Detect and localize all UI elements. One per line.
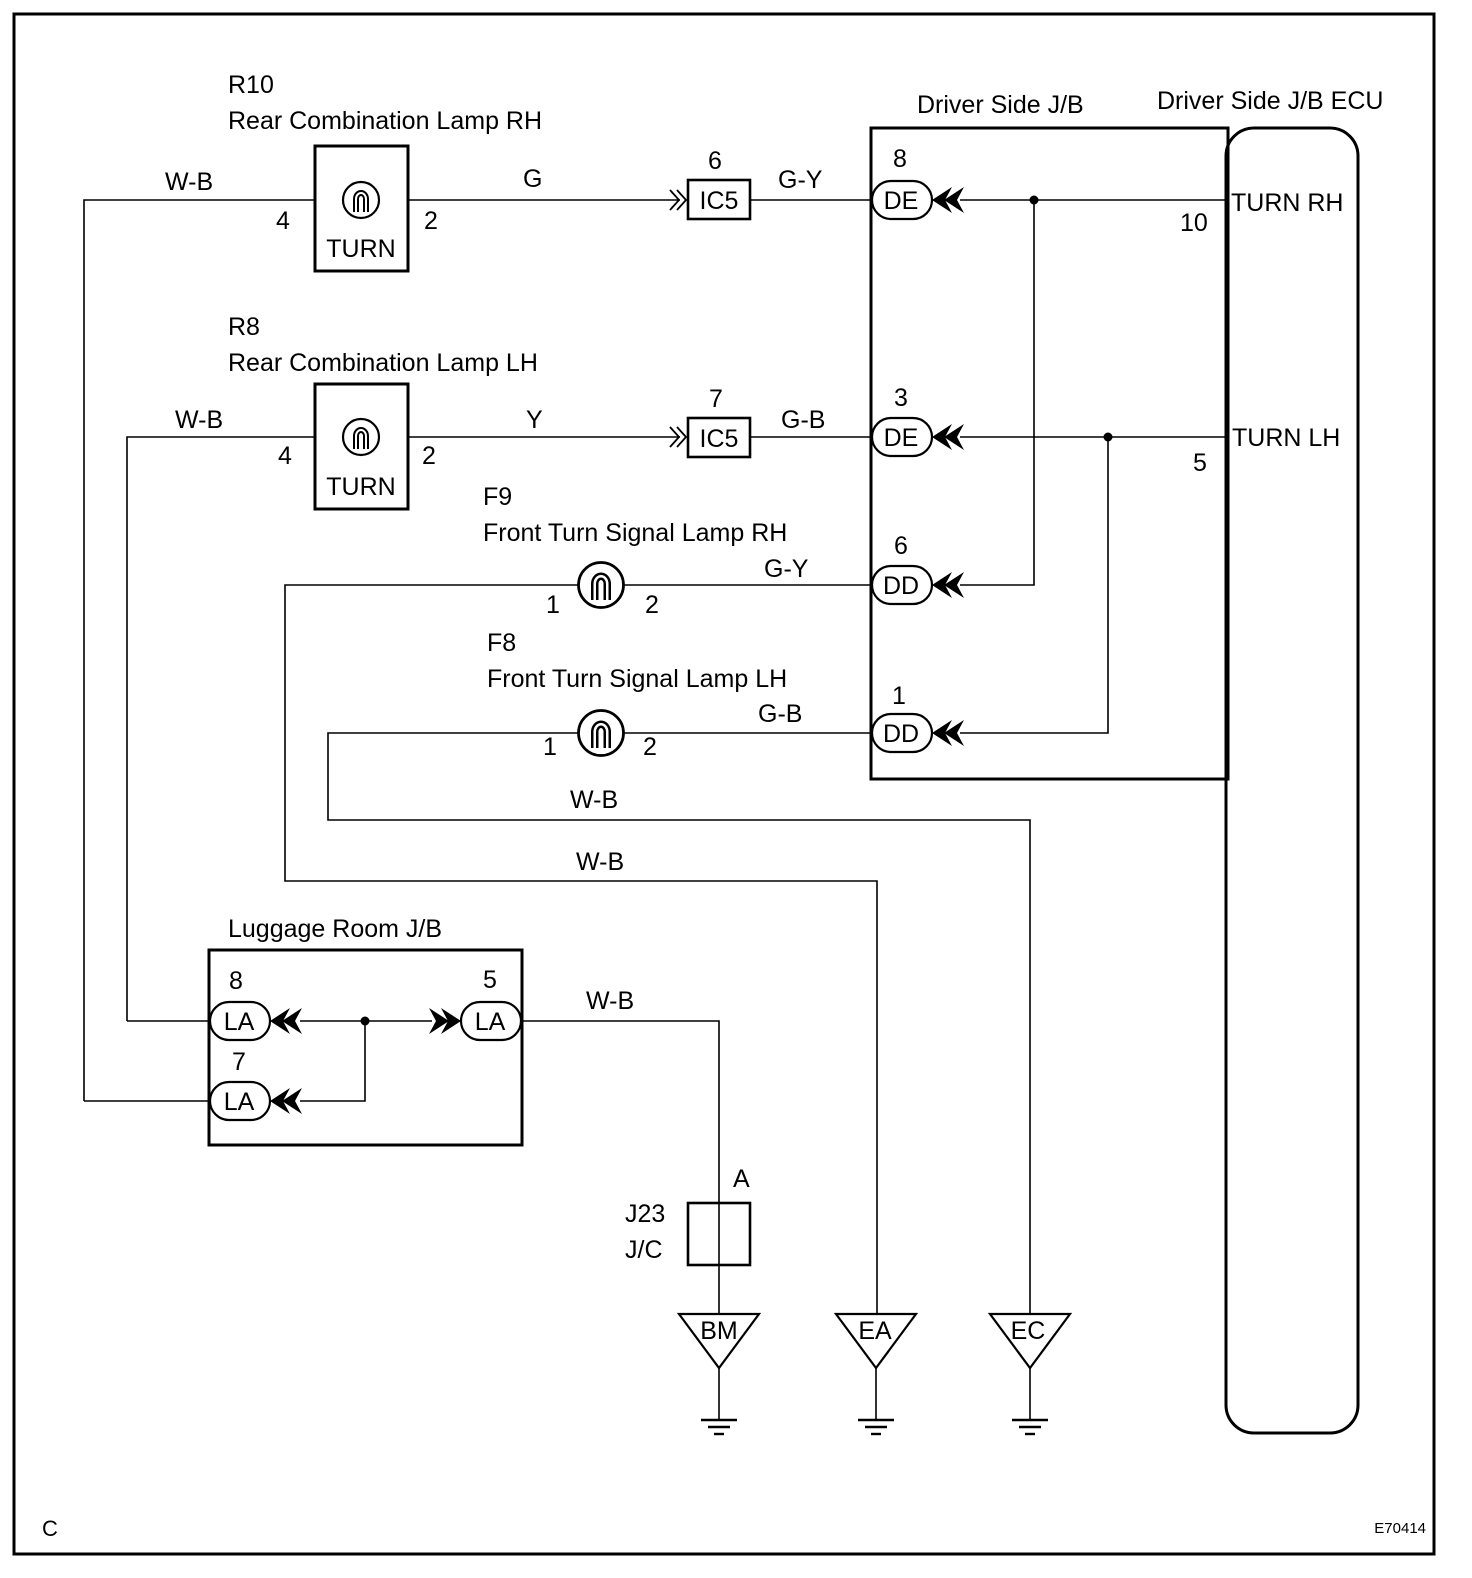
driver-jb-connector-pin: 3 (894, 384, 908, 412)
figure-code: E70414 (1374, 1520, 1426, 1537)
rear-lamp-rh-pin-a: 4 (276, 207, 290, 235)
ground-icon (699, 1366, 739, 1436)
connector-ic5-mid-wire: G-B (781, 406, 825, 434)
rear-lamp-rh-name: Rear Combination Lamp RH (228, 107, 542, 135)
luggage-jb-connector-label: LA (475, 1008, 506, 1036)
front-lamp-lh-wire: G-B (758, 700, 802, 728)
connector-ic5-top: IC5 6 G-Y (669, 147, 823, 221)
rear-lamp-lh-pin-b: 2 (422, 442, 436, 470)
luggage-jb-connector-pin: 5 (483, 966, 497, 994)
luggage-jb-connector-label: LA (224, 1008, 255, 1036)
luggage-jb-connector (459, 1000, 523, 1042)
driver-jb-connector-pin: 1 (892, 682, 906, 710)
driver-jb-ecu-box (1224, 126, 1360, 1435)
junction-connector-name: J/C (625, 1236, 663, 1264)
front-lamp-rh-pin-b: 2 (645, 591, 659, 619)
driver-jb-ecu-title: Driver Side J/B ECU (1157, 87, 1383, 115)
driver-jb-connector-pin: 8 (893, 145, 907, 173)
driver-jb: Driver Side J/B DE 8 DE 3 DD 6 DD 1 (869, 91, 1230, 781)
rear-lamp-rh-code: R10 (228, 71, 274, 99)
luggage-jb: Luggage Room J/B LA 8 LA 7 LA 5 (207, 915, 524, 1147)
rear-lamp-rh-pin-b: 2 (424, 207, 438, 235)
ground-icon (856, 1366, 896, 1436)
ground-label: EC (1011, 1317, 1046, 1345)
splice-dot (1103, 432, 1113, 442)
front-lamp-rh-wire: G-Y (764, 555, 809, 583)
ground-label: EA (858, 1317, 892, 1345)
junction-connector-code: J23 (625, 1200, 665, 1228)
ecu-terminal-label: TURN RH (1231, 189, 1344, 217)
bulb-icon (341, 180, 381, 220)
junction-connector-pin: A (733, 1165, 750, 1193)
ground-icon (1010, 1366, 1050, 1436)
rear-lamp-lh-code: R8 (228, 313, 260, 341)
rear-lamp-lh-pin-a: 4 (278, 442, 292, 470)
front-lamp-lh: F8 Front Turn Signal Lamp LH 1 2 G-B (487, 629, 802, 761)
rear-lamp-rh-bulb-label: TURN (326, 235, 395, 263)
wire-label-f8-ground: W-B (570, 786, 618, 814)
rear-lamp-lh-bulb-label: TURN (326, 473, 395, 501)
luggage-jb-connector-pin: 8 (229, 967, 243, 995)
front-lamp-lh-pin-b: 2 (643, 733, 657, 761)
connector-ic5-mid-pin: 7 (709, 385, 723, 413)
driver-jb-connector-label: DD (883, 572, 919, 600)
connector-ic5-top-pin: 6 (708, 147, 722, 175)
connector-ic5-mid-label: IC5 (700, 425, 739, 453)
rear-lamp-lh-wire-in: W-B (175, 406, 223, 434)
bulb-icon (341, 417, 381, 457)
front-lamp-rh-code: F9 (483, 483, 512, 511)
luggage-jb-connector-pin: 7 (232, 1048, 246, 1076)
driver-jb-connector-label: DE (884, 187, 919, 215)
luggage-jb-title: Luggage Room J/B (228, 915, 442, 943)
junction-connector-j23: A J23 J/C (625, 1165, 752, 1267)
bulb-icon (577, 709, 625, 757)
connector-ic5-top-label: IC5 (700, 187, 739, 215)
rear-lamp-rh-wire-in: W-B (165, 168, 213, 196)
rear-lamp-lh-wire-out: Y (526, 406, 543, 434)
wire-label-f9-ground: W-B (576, 848, 624, 876)
ecu-terminal-pin: 5 (1193, 449, 1207, 477)
diagram-frame (12, 12, 1436, 1556)
rear-lamp-rh-wire-out: G (523, 165, 542, 193)
luggage-jb-connector-label: LA (224, 1088, 255, 1116)
splice-dot (1029, 195, 1039, 205)
rear-lamp-rh: R10 Rear Combination Lamp RH TURN 4 2 W-… (165, 71, 542, 273)
rear-lamp-lh-box (313, 382, 410, 511)
driver-jb-connector-label: DD (883, 720, 919, 748)
splice-dot (360, 1016, 370, 1026)
ground-ec: EC (987, 1312, 1073, 1436)
luggage-jb-box (207, 948, 524, 1147)
bulb-icon (577, 561, 625, 609)
driver-jb-connector-pin: 6 (894, 532, 908, 560)
rear-lamp-rh-box (313, 144, 410, 273)
front-lamp-lh-name: Front Turn Signal Lamp LH (487, 665, 787, 693)
rear-lamp-lh: R8 Rear Combination Lamp LH TURN 4 2 W-B… (175, 313, 543, 511)
ecu-terminal-pin: 10 (1180, 209, 1208, 237)
rear-lamp-lh-name: Rear Combination Lamp LH (228, 349, 538, 377)
front-lamp-rh-pin-a: 1 (546, 591, 560, 619)
ground-label: BM (700, 1317, 738, 1345)
driver-jb-connector-label: DE (884, 424, 919, 452)
front-lamp-rh-name: Front Turn Signal Lamp RH (483, 519, 787, 547)
connector-ic5-mid: IC5 7 G-B (669, 385, 825, 459)
front-lamp-lh-code: F8 (487, 629, 516, 657)
corner-left-label: C (42, 1516, 58, 1541)
wire-label-luggage-out: W-B (586, 987, 634, 1015)
ground-ea: EA (833, 1312, 919, 1436)
front-lamp-lh-pin-a: 1 (543, 733, 557, 761)
ground-bm: BM (676, 1312, 762, 1436)
driver-jb-box (869, 126, 1230, 781)
driver-jb-ecu: Driver Side J/B ECU TURN RH 10 TURN LH 5 (1157, 87, 1383, 1435)
ecu-terminal-label: TURN LH (1232, 424, 1340, 452)
connector-ic5-top-wire: G-Y (778, 166, 823, 194)
driver-jb-title: Driver Side J/B (917, 91, 1084, 119)
front-lamp-rh: F9 Front Turn Signal Lamp RH 1 2 G-Y (483, 483, 809, 619)
